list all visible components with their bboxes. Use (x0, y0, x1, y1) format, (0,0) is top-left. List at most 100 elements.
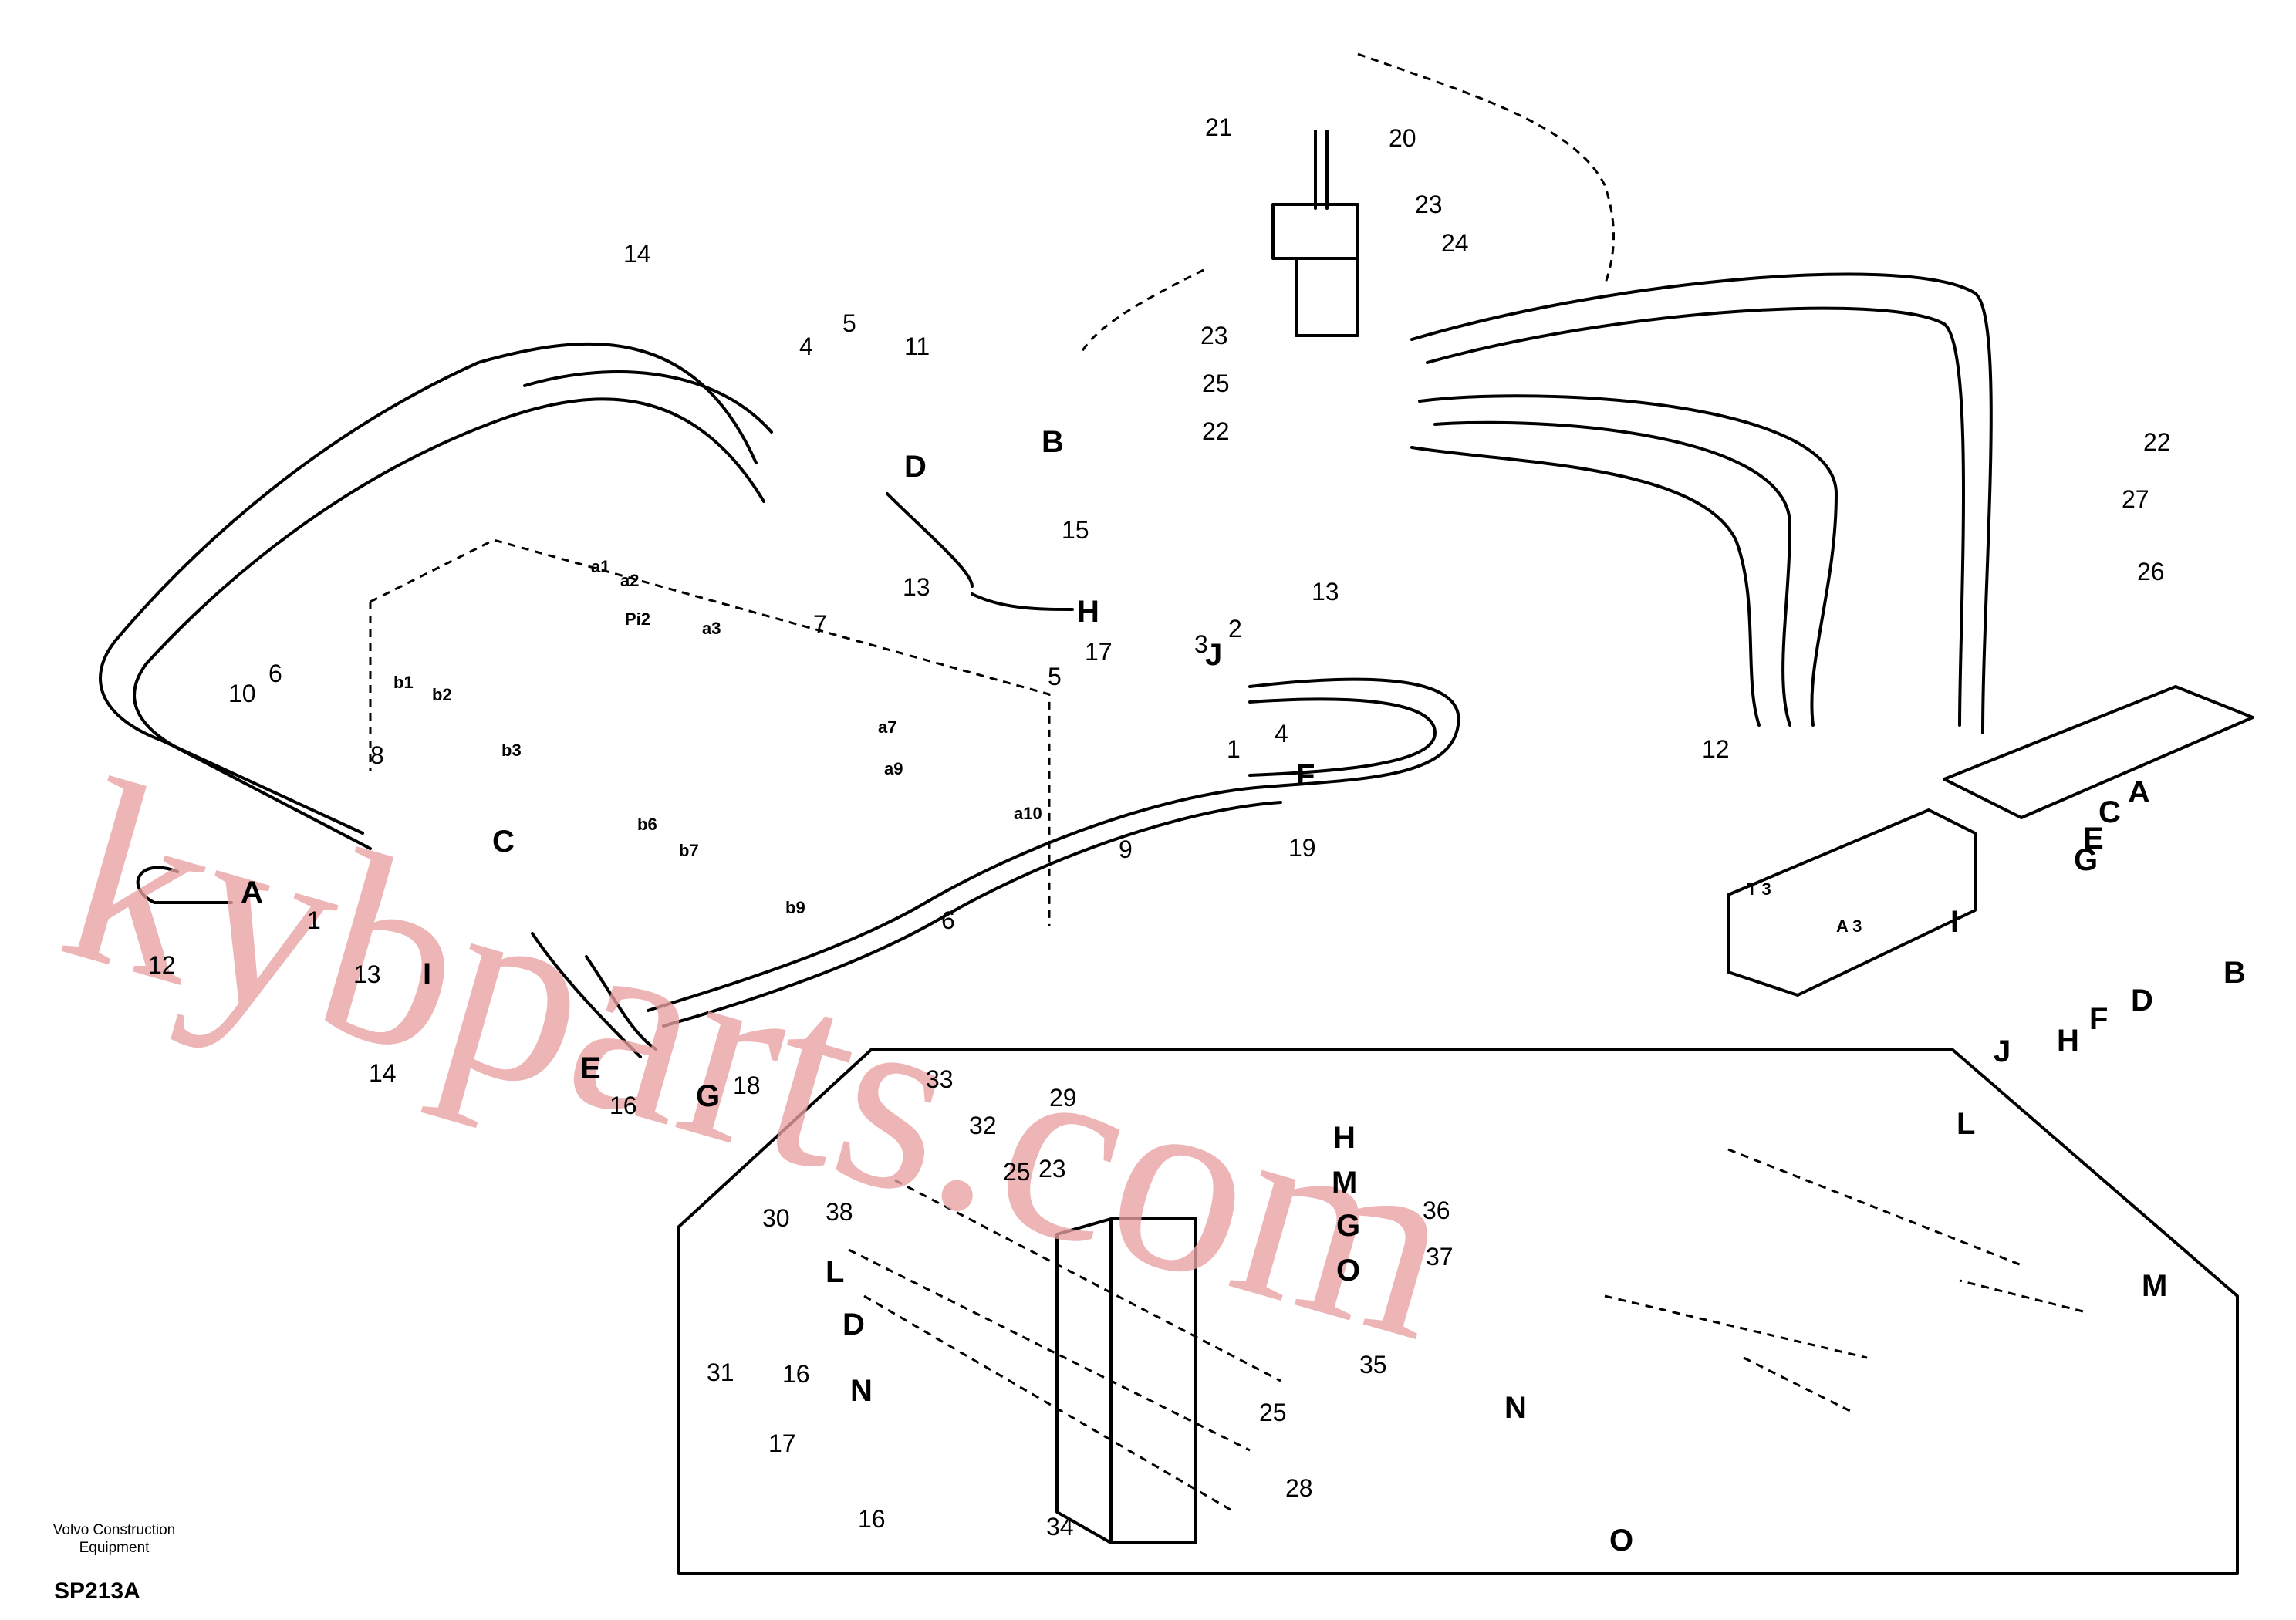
inset-dashed-2 (848, 1248, 1251, 1452)
callout-32: 32 (969, 1112, 997, 1139)
inset-dashed-1 (894, 1179, 1281, 1382)
port-label-b3: b3 (501, 741, 522, 760)
callout-24: 24 (1441, 229, 1469, 257)
hose-letter-O: O (1336, 1254, 1360, 1288)
callout-8: 8 (370, 741, 384, 769)
callout-17: 17 (768, 1429, 796, 1457)
hose-13-b (1248, 697, 1437, 777)
callout-37: 37 (1426, 1243, 1454, 1271)
hose-22-right-2 (1426, 306, 1965, 727)
hose-22-right (1410, 272, 1993, 734)
callout-16: 16 (782, 1360, 810, 1388)
port-label-b9: b9 (785, 898, 805, 917)
hose-letter-F: F (2089, 1002, 2108, 1036)
callout-16: 16 (609, 1092, 637, 1119)
callout-6: 6 (268, 660, 282, 687)
valve-block (1727, 808, 1977, 997)
hose-letter-N: N (850, 1374, 873, 1408)
callout-26: 26 (2137, 558, 2165, 586)
callout-17: 17 (1085, 638, 1113, 666)
callout-25: 25 (1259, 1399, 1287, 1426)
callout-33: 33 (926, 1065, 954, 1093)
callout-11: 11 (904, 332, 930, 360)
callout-27: 27 (2122, 485, 2149, 513)
port-label-a3: a3 (702, 619, 721, 638)
callout-13: 13 (353, 960, 381, 988)
hose-letter-G: G (696, 1079, 720, 1113)
callout-6: 6 (941, 906, 955, 934)
hose-letter-H: H (1077, 595, 1099, 629)
hose-lower-bundle (585, 955, 657, 1051)
joystick-base (1271, 203, 1359, 260)
callout-12: 12 (148, 951, 176, 979)
hose-12-right-3 (1410, 446, 1761, 727)
hose-14-loop-inner (133, 397, 765, 850)
callout-21: 21 (1205, 113, 1233, 141)
hose-letter-C: C (492, 825, 515, 859)
drawing-code: SP213A (54, 1578, 140, 1604)
hose-letter-J: J (1994, 1034, 2011, 1068)
callout-14: 14 (369, 1059, 397, 1087)
manifold-28-side (1055, 1217, 1113, 1544)
hose-10 (886, 492, 974, 588)
callout-23: 23 (1200, 322, 1228, 349)
callout-25: 25 (1003, 1158, 1031, 1186)
callout-23: 23 (1415, 191, 1443, 218)
hose-letter-A: A (2128, 775, 2150, 809)
hose-letter-E: E (580, 1051, 601, 1085)
hose-letter-I: I (1950, 905, 1959, 939)
hose-letter-I: I (423, 957, 431, 991)
hose-15 (971, 592, 1074, 611)
hose-letter-G: G (1336, 1209, 1360, 1243)
port-label-a2: a2 (620, 571, 639, 590)
callout-19: 19 (1288, 834, 1316, 862)
callout-22: 22 (1202, 417, 1230, 445)
inset-dashed-4 (1727, 1148, 2084, 1313)
hose-letter-A: A (241, 876, 263, 910)
callout-5: 5 (842, 309, 856, 337)
hose-letter-J: J (1205, 638, 1222, 672)
callout-4: 4 (799, 332, 813, 360)
callout-13: 13 (1312, 578, 1339, 606)
callout-30: 30 (762, 1204, 790, 1232)
callout-22: 22 (2143, 428, 2171, 456)
callout-15: 15 (1062, 516, 1089, 544)
hose-letter-H: H (1333, 1121, 1356, 1155)
hose-letter-L: L (826, 1255, 844, 1289)
callout-25: 25 (1202, 370, 1230, 397)
hose-13 (1248, 677, 1460, 788)
hose-letter-O: O (1609, 1524, 1633, 1558)
joystick-dashed (1079, 52, 1616, 356)
hose-main-top (523, 370, 773, 434)
hose-letter-B: B (1042, 425, 1064, 459)
port-label-b6: b6 (637, 815, 657, 834)
port-label-b2: b2 (432, 685, 452, 704)
hose-letter-M: M (1332, 1166, 1357, 1200)
callout-7: 7 (813, 610, 827, 638)
callout-28: 28 (1285, 1474, 1313, 1502)
callout-2: 2 (1228, 615, 1242, 643)
hose-letter-L: L (1957, 1107, 1975, 1141)
inset-dashed-3 (863, 1294, 1235, 1514)
hose-12 (136, 866, 233, 904)
callout-1: 1 (307, 906, 321, 934)
callout-34: 34 (1046, 1513, 1074, 1541)
hose-12-right-2 (1433, 420, 1791, 727)
port-label-a1: a1 (591, 557, 609, 576)
port-label-A3: A 3 (1836, 916, 1862, 936)
hose-letter-D: D (842, 1308, 865, 1342)
hose-12-right (1418, 394, 1838, 727)
port-label-Pi2: Pi2 (625, 609, 650, 629)
hose-letter-H: H (2057, 1024, 2079, 1058)
callout-10: 10 (228, 680, 256, 707)
callout-20: 20 (1389, 124, 1416, 152)
callout-31: 31 (707, 1358, 734, 1386)
port-label-b7: b7 (679, 841, 699, 860)
callout-35: 35 (1359, 1351, 1387, 1379)
port-label-T3: T 3 (1747, 879, 1771, 899)
hose-letter-N: N (1504, 1391, 1527, 1425)
brand-line1: Volvo Construction (52, 1522, 176, 1538)
hose-letter-M: M (2142, 1269, 2167, 1303)
callout-14: 14 (623, 240, 651, 268)
